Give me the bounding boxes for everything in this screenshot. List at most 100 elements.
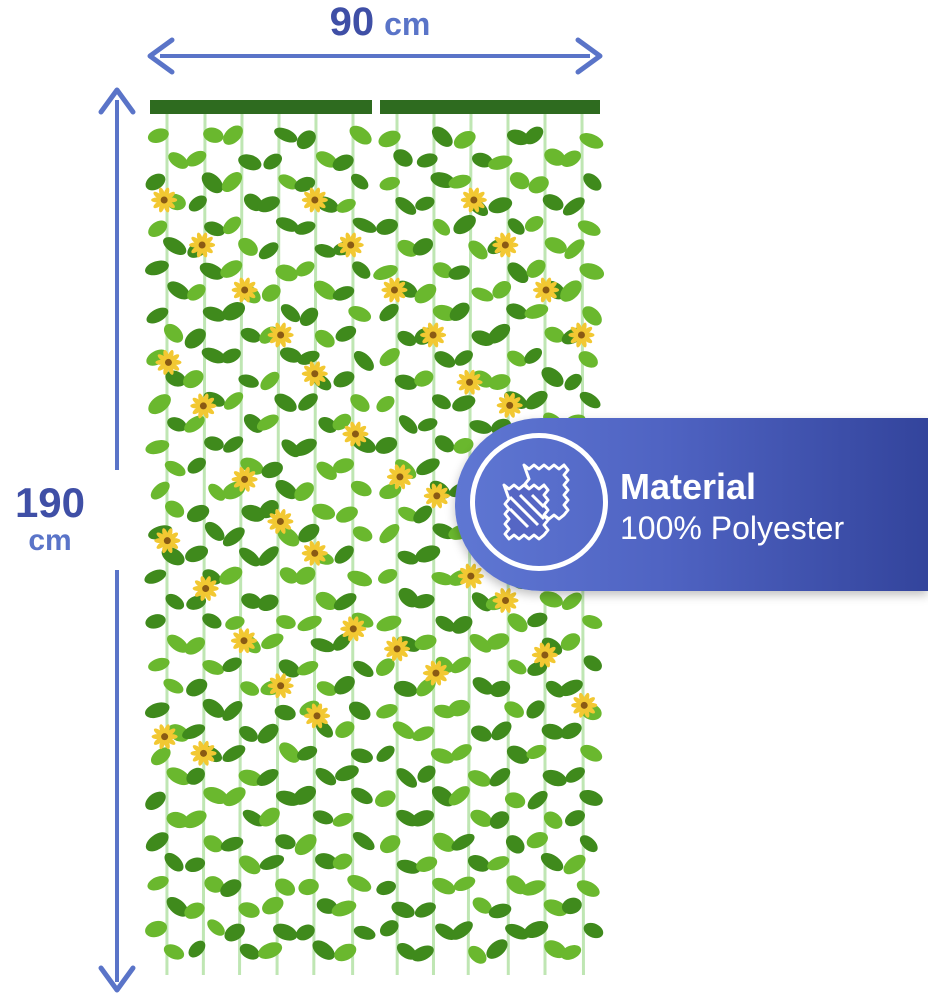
leaf [542,194,564,211]
sunflower [231,466,258,492]
leaf [276,615,296,630]
leaf [350,394,370,412]
leaf [393,680,418,697]
leaf [544,940,567,959]
leaf [294,176,316,192]
leaf [525,390,548,410]
leaf [164,852,184,872]
leaf [297,350,320,365]
leaf [242,809,265,827]
leaf [579,391,601,409]
leaf [579,789,603,806]
leaf [414,902,436,918]
leaf [145,702,170,719]
leaf [207,919,225,936]
leaf [199,262,224,280]
sunflower [568,322,595,348]
sunflower [340,616,367,642]
sunflower [384,636,411,662]
leaf [185,545,209,563]
leaf [145,440,170,455]
leaf [312,810,334,825]
leaf [147,128,169,144]
leaf [335,325,357,342]
leaf [238,855,261,875]
leaf [579,133,604,149]
leaf [417,765,436,783]
leaf [560,280,582,302]
leaf [184,637,206,655]
leaf [583,173,602,191]
leaf [560,945,582,960]
leaf [332,154,354,171]
leaf [238,769,263,786]
leaf [527,790,548,810]
leaf [184,902,205,919]
leaf [544,148,566,166]
sunflower [304,703,331,729]
height-value: 190 [14,479,86,526]
leaf [166,634,189,653]
leaf [148,394,171,415]
leaf [543,899,568,917]
leaf [161,547,185,566]
leaf [564,810,585,827]
leaf [279,567,299,584]
leaf [311,503,336,520]
sunflower [154,528,181,554]
leaf [258,242,279,260]
leaf [504,701,524,718]
leaf [487,856,510,871]
leaf [580,744,603,762]
leaf [576,880,600,897]
leaf [539,591,563,608]
leaf [222,302,246,321]
leaf [331,900,357,917]
leaf [145,920,168,938]
leaf [239,943,260,960]
leaf [432,877,456,895]
leaf [397,239,418,257]
sunflower [190,393,217,419]
leaf [315,767,337,786]
leaf [167,281,190,300]
leaf [523,920,549,939]
leaf [450,656,471,674]
leaf [335,765,359,782]
leaf [238,237,258,256]
leaf [395,196,417,215]
leaf [332,812,354,827]
leaf [334,545,354,564]
leaf [507,350,527,367]
leaf [183,370,204,389]
leaf [431,126,453,147]
leaf [239,726,258,742]
height-unit: cm [28,524,72,557]
leaf [238,902,260,918]
leaf [524,304,549,319]
leaf [279,347,302,363]
leaf [310,638,335,653]
sunflower [422,660,449,686]
leaf [394,374,418,390]
leaf [204,436,224,451]
leaf [379,523,400,544]
leaf [333,593,357,611]
leaf [396,768,418,788]
leaf [221,172,243,192]
leaf [187,284,206,301]
sunflower [267,673,294,699]
leaf [186,767,205,785]
leaf [416,856,438,872]
sunflower [301,187,328,213]
leaf [448,265,470,280]
leaf [184,328,206,349]
leaf [163,944,185,960]
leaf [299,307,319,326]
leaf [164,460,186,477]
leaf [448,786,470,806]
leaf [560,722,582,740]
leaf [298,878,319,896]
leaf [314,244,336,258]
leaf [332,633,352,651]
